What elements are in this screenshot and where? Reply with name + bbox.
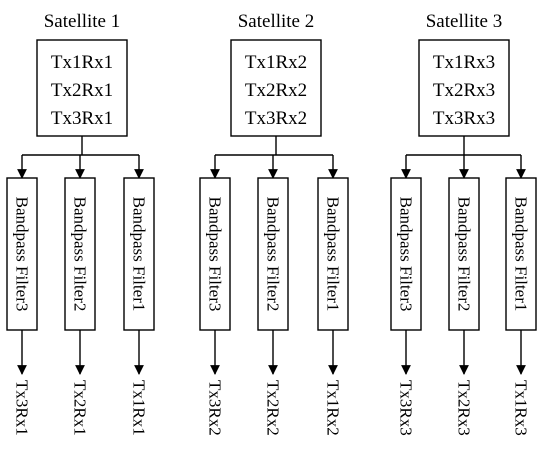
- bandpass-filter-box: [390, 177, 422, 331]
- bandpass-filter-box: [199, 177, 231, 331]
- signal-box-line: Tx1Rx2: [245, 52, 307, 73]
- signal-box-line: Tx1Rx1: [51, 52, 113, 73]
- bandpass-filter-label: Bandpass Filter3: [397, 197, 416, 312]
- output-label: Tx3Rx2: [206, 380, 225, 436]
- bandpass-filter-label: Bandpass Filter1: [130, 197, 149, 312]
- output-label: Tx2Rx2: [264, 380, 283, 436]
- output-label: Tx1Rx1: [130, 380, 149, 436]
- satellite-title: Satellite 2: [238, 11, 315, 32]
- bandpass-filter-label: Bandpass Filter2: [264, 197, 283, 312]
- satellite-title: Satellite 1: [44, 11, 121, 32]
- bandpass-filter-label: Bandpass Filter3: [206, 197, 225, 312]
- bandpass-filter-label: Bandpass Filter1: [512, 197, 531, 312]
- bandpass-filter-box: [505, 177, 537, 331]
- signal-box-line: Tx2Rx2: [245, 80, 307, 101]
- signal-box-line: Tx2Rx1: [51, 80, 113, 101]
- signal-box-line: Tx3Rx2: [245, 108, 307, 129]
- signal-box-line: Tx3Rx1: [51, 108, 113, 129]
- bandpass-filter-label: Bandpass Filter2: [455, 197, 474, 312]
- bandpass-filter-box: [6, 177, 38, 331]
- bandpass-filter-box: [448, 177, 480, 331]
- bandpass-filter-label: Bandpass Filter1: [324, 197, 343, 312]
- output-label: Tx2Rx3: [455, 380, 474, 436]
- bandpass-filter-box: [64, 177, 96, 331]
- signal-box-line: Tx1Rx3: [433, 52, 495, 73]
- signal-box-line: Tx2Rx3: [433, 80, 495, 101]
- signal-box: [230, 39, 322, 137]
- bandpass-filter-box: [317, 177, 349, 331]
- output-label: Tx2Rx1: [71, 380, 90, 436]
- bandpass-filter-box: [257, 177, 289, 331]
- satellite-title: Satellite 3: [426, 11, 503, 32]
- signal-box-line: Tx3Rx3: [433, 108, 495, 129]
- signal-box: [36, 39, 128, 137]
- bandpass-filter-label: Bandpass Filter3: [13, 197, 32, 312]
- bandpass-filter-label: Bandpass Filter2: [71, 197, 90, 312]
- signal-box: [418, 39, 510, 137]
- output-label: Tx1Rx2: [324, 380, 343, 436]
- output-label: Tx3Rx3: [397, 380, 416, 436]
- output-label: Tx3Rx1: [13, 380, 32, 436]
- output-label: Tx1Rx3: [512, 380, 531, 436]
